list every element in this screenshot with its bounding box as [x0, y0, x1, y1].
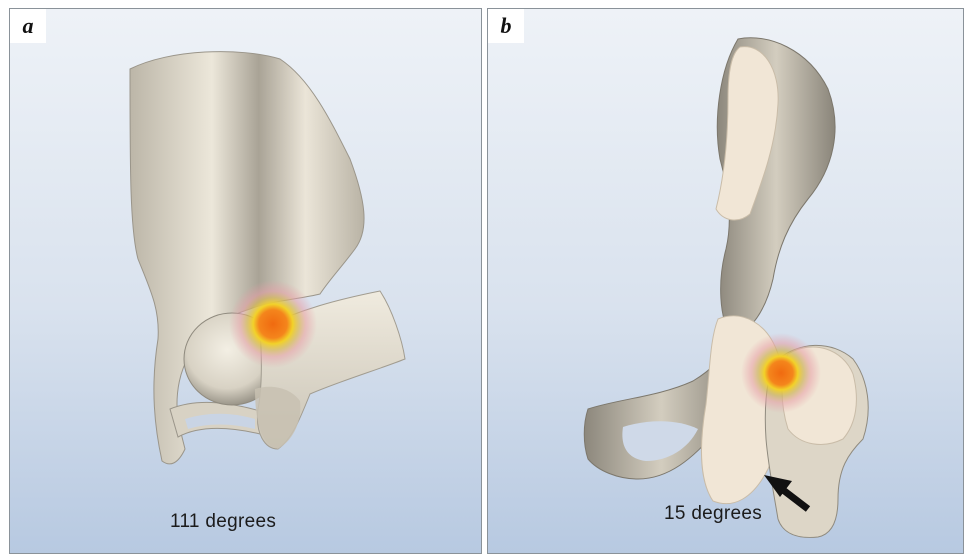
impingement-zone-b: [741, 333, 821, 413]
panel-label-a: a: [10, 9, 46, 43]
impingement-zone-a: [229, 280, 317, 368]
hip-model-b: [488, 9, 964, 554]
panel-b: b: [487, 8, 964, 554]
angle-caption-a: 111 degrees: [170, 511, 276, 533]
hip-model-a: [10, 9, 482, 554]
panel-label-b: b: [488, 9, 524, 43]
angle-caption-b: 15 degrees: [664, 503, 762, 525]
panel-a: a: [9, 8, 482, 554]
